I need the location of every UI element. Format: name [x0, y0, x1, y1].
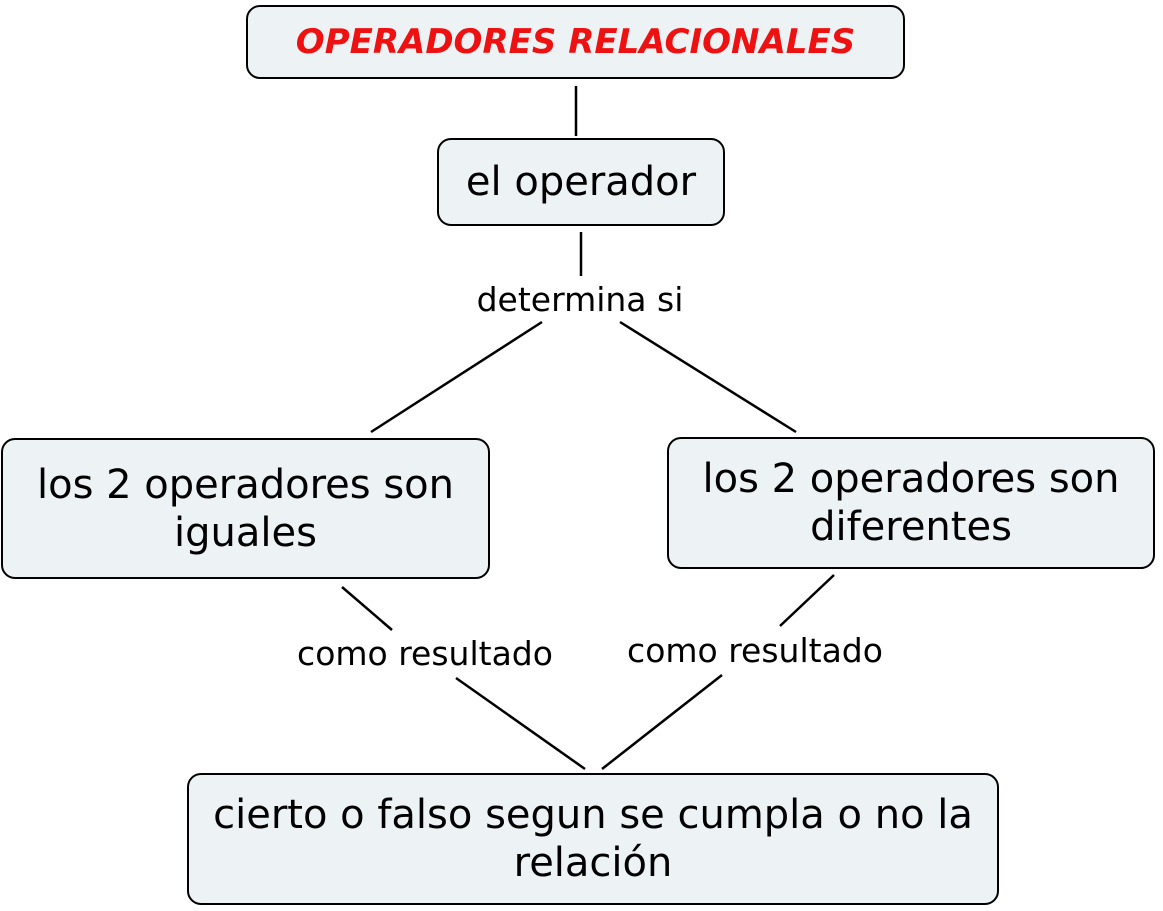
connector-right-label-to-result — [601, 674, 723, 770]
connector-equal-to-result-label — [341, 586, 393, 631]
como-resultado-left-label: como resultado — [280, 634, 570, 673]
connector-determina-to-equal — [370, 320, 543, 434]
como-resultado-right-label: como resultado — [610, 631, 900, 670]
diagram-title: OPERADORES RELACIONALES — [295, 21, 856, 62]
operator-node: el operador — [437, 138, 725, 226]
equal-operators-label: los 2 operadores son iguales — [37, 461, 454, 556]
equal-operators-node: los 2 operadores son iguales — [1, 438, 490, 579]
different-operators-node: los 2 operadores son diferentes — [667, 437, 1155, 569]
connector-determina-to-different — [619, 320, 797, 434]
operator-node-label: el operador — [465, 159, 697, 205]
result-node: cierto o falso segun se cumpla o no la r… — [187, 773, 999, 905]
connector-left-label-to-result — [455, 676, 586, 771]
determina-si-label: determina si — [465, 280, 695, 319]
different-operators-label: los 2 operadores son diferentes — [702, 456, 1120, 550]
title-node: OPERADORES RELACIONALES — [246, 5, 905, 79]
connector-different-to-result-label — [779, 574, 835, 627]
result-node-label: cierto o falso segun se cumpla o no la r… — [213, 792, 973, 886]
